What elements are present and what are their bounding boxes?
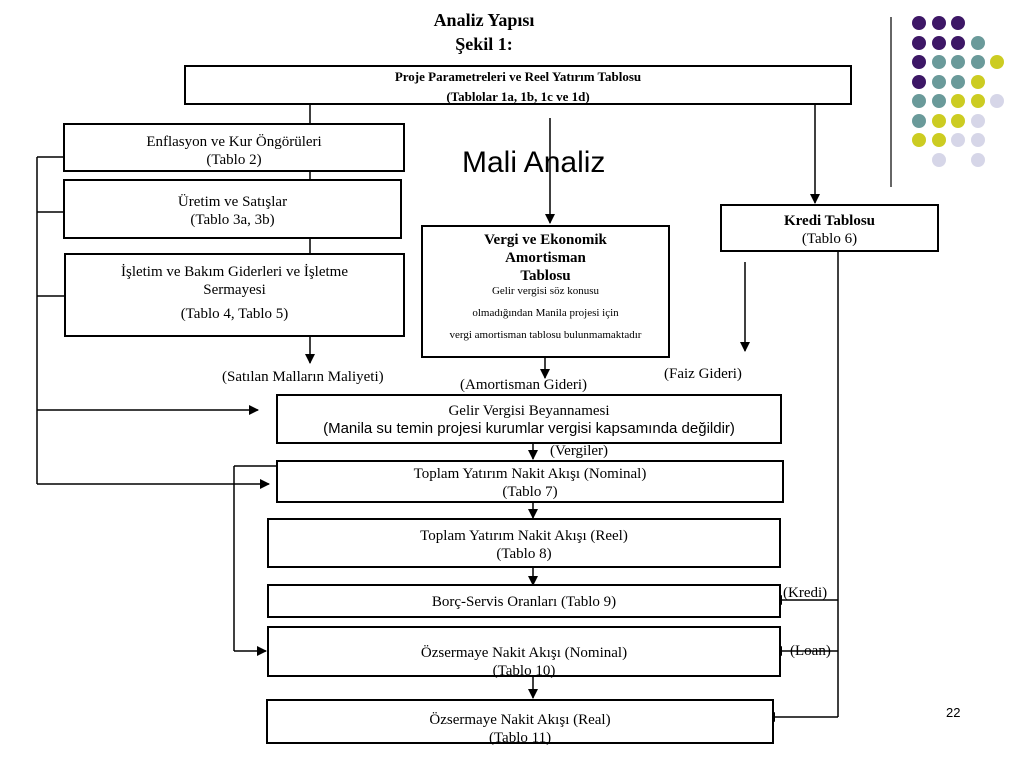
inflation-title: Enflasyon ve Kur Öngörüleri xyxy=(146,134,322,150)
loan-label: (Loan) xyxy=(790,643,831,659)
decorative-dot xyxy=(931,16,946,30)
equity-nominal-table: (Tablo 10) xyxy=(492,663,556,679)
decorative-dot xyxy=(912,133,926,147)
decorative-dot xyxy=(951,74,965,89)
loan-table-box: Kredi Tablosu (Tablo 6) xyxy=(720,204,939,252)
decorative-dot xyxy=(931,152,946,167)
decorative-dot xyxy=(970,94,985,108)
tax-depreciation-title-2: Amortisman xyxy=(505,250,586,266)
cost-of-goods-label: (Satılan Malların Maliyeti) xyxy=(222,369,384,385)
decorative-dot xyxy=(912,55,926,69)
diagram-title: Analiz Yapısı xyxy=(433,10,535,30)
income-tax-box: Gelir Vergisi Beyannamesi (Manila su tem… xyxy=(276,394,782,444)
decorative-dot xyxy=(990,94,1004,108)
decorative-dot xyxy=(970,74,985,89)
total-investment-nominal-box: Toplam Yatırım Nakit Akışı (Nominal) (Ta… xyxy=(276,460,784,503)
decorative-dot xyxy=(931,133,946,147)
project-parameters-box: Proje Parametreleri ve Reel Yatırım Tabl… xyxy=(184,65,852,105)
decorative-dot xyxy=(970,35,985,50)
loan-table-title: Kredi Tablosu xyxy=(783,213,876,229)
inflation-table: (Tablo 2) xyxy=(206,152,262,168)
tax-depreciation-title-1: Vergi ve Ekonomik xyxy=(484,232,607,248)
income-tax-note: (Manila su temin projesi kurumlar vergis… xyxy=(323,420,735,437)
decorative-dot xyxy=(931,94,946,108)
operating-costs-title: İşletim ve Bakım Giderleri ve İşletme xyxy=(120,264,348,280)
total-investment-real-title: Toplam Yatırım Nakit Akışı (Reel) xyxy=(420,528,628,544)
tax-depreciation-note-2: olmadığından Manila projesi için xyxy=(472,307,619,319)
decorative-vertical-rule xyxy=(890,17,892,187)
total-investment-nominal-title: Toplam Yatırım Nakit Akışı (Nominal) xyxy=(413,466,647,482)
decorative-dot xyxy=(951,94,965,108)
equity-real-title: Özsermaye Nakit Akışı (Real) xyxy=(429,712,611,728)
decorative-dot xyxy=(931,35,946,50)
taxes-label: (Vergiler) xyxy=(550,443,609,459)
decorative-dot xyxy=(951,133,965,147)
tax-depreciation-box: Vergi ve Ekonomik Amortisman Tablosu Gel… xyxy=(421,225,670,358)
total-investment-real-box: Toplam Yatırım Nakit Akışı (Reel) (Tablo… xyxy=(267,518,781,568)
depreciation-expense-label: (Amortisman Gideri) xyxy=(460,377,588,393)
decorative-dot xyxy=(951,35,965,50)
debt-service-box: Borç-Servis Oranları (Tablo 9) xyxy=(267,584,781,618)
decorative-dot xyxy=(951,55,965,69)
project-parameters-title: Proje Parametreleri ve Reel Yatırım Tabl… xyxy=(394,69,642,84)
inflation-box: Enflasyon ve Kur Öngörüleri (Tablo 2) xyxy=(63,123,405,172)
decorative-dot xyxy=(951,16,965,30)
credit-label: (Kredi) xyxy=(783,585,828,601)
production-sales-title: Üretim ve Satışlar xyxy=(177,194,288,210)
decorative-dot xyxy=(951,113,965,128)
decorative-dot xyxy=(912,94,926,108)
decorative-dot xyxy=(912,35,926,50)
decorative-dot xyxy=(931,113,946,128)
decorative-dot-grid xyxy=(0,0,1024,200)
page-number: 22 xyxy=(946,705,961,720)
total-investment-nominal-table: (Tablo 7) xyxy=(502,484,558,500)
tax-depreciation-note-1: Gelir vergisi söz konusu xyxy=(491,285,600,297)
debt-service-title: Borç-Servis Oranları (Tablo 9) xyxy=(431,594,617,610)
operating-costs-subtitle: Sermayesi xyxy=(203,282,266,298)
decorative-dot xyxy=(970,133,985,147)
decorative-dot xyxy=(970,55,985,69)
decorative-dot xyxy=(931,74,946,89)
equity-nominal-title: Özsermaye Nakit Akışı (Nominal) xyxy=(420,645,628,661)
tax-depreciation-title-3: Tablosu xyxy=(520,268,571,284)
production-sales-table: (Tablo 3a, 3b) xyxy=(190,212,275,228)
loan-table-ref: (Tablo 6) xyxy=(801,231,858,247)
production-sales-box: Üretim ve Satışlar (Tablo 3a, 3b) xyxy=(63,179,402,239)
total-investment-real-table: (Tablo 8) xyxy=(496,546,552,562)
decorative-dot xyxy=(931,55,946,69)
decorative-dot xyxy=(912,16,926,30)
tax-depreciation-note-3: vergi amortisman tablosu bulunmamaktadır xyxy=(449,329,642,341)
equity-real-table: (Tablo 11) xyxy=(488,730,552,746)
figure-label: Şekil 1: xyxy=(455,34,513,54)
decorative-dot xyxy=(912,74,926,89)
interest-expense-label: (Faiz Gideri) xyxy=(664,366,742,382)
operating-costs-box: İşletim ve Bakım Giderleri ve İşletme Se… xyxy=(64,253,405,337)
project-parameters-tables: (Tablolar 1a, 1b, 1c ve 1d) xyxy=(446,89,590,104)
decorative-dot xyxy=(912,113,926,128)
decorative-dot xyxy=(990,55,1004,69)
operating-costs-table: (Tablo 4, Tablo 5) xyxy=(180,306,289,322)
equity-real-box: Özsermaye Nakit Akışı (Real) (Tablo 11) xyxy=(266,699,774,746)
equity-nominal-box: Özsermaye Nakit Akışı (Nominal) (Tablo 1… xyxy=(267,626,781,679)
decorative-dot xyxy=(970,113,985,128)
decorative-dot xyxy=(970,152,985,167)
financial-analysis-label: Mali Analiz xyxy=(462,146,606,179)
income-tax-title: Gelir Vergisi Beyannamesi xyxy=(448,403,610,419)
